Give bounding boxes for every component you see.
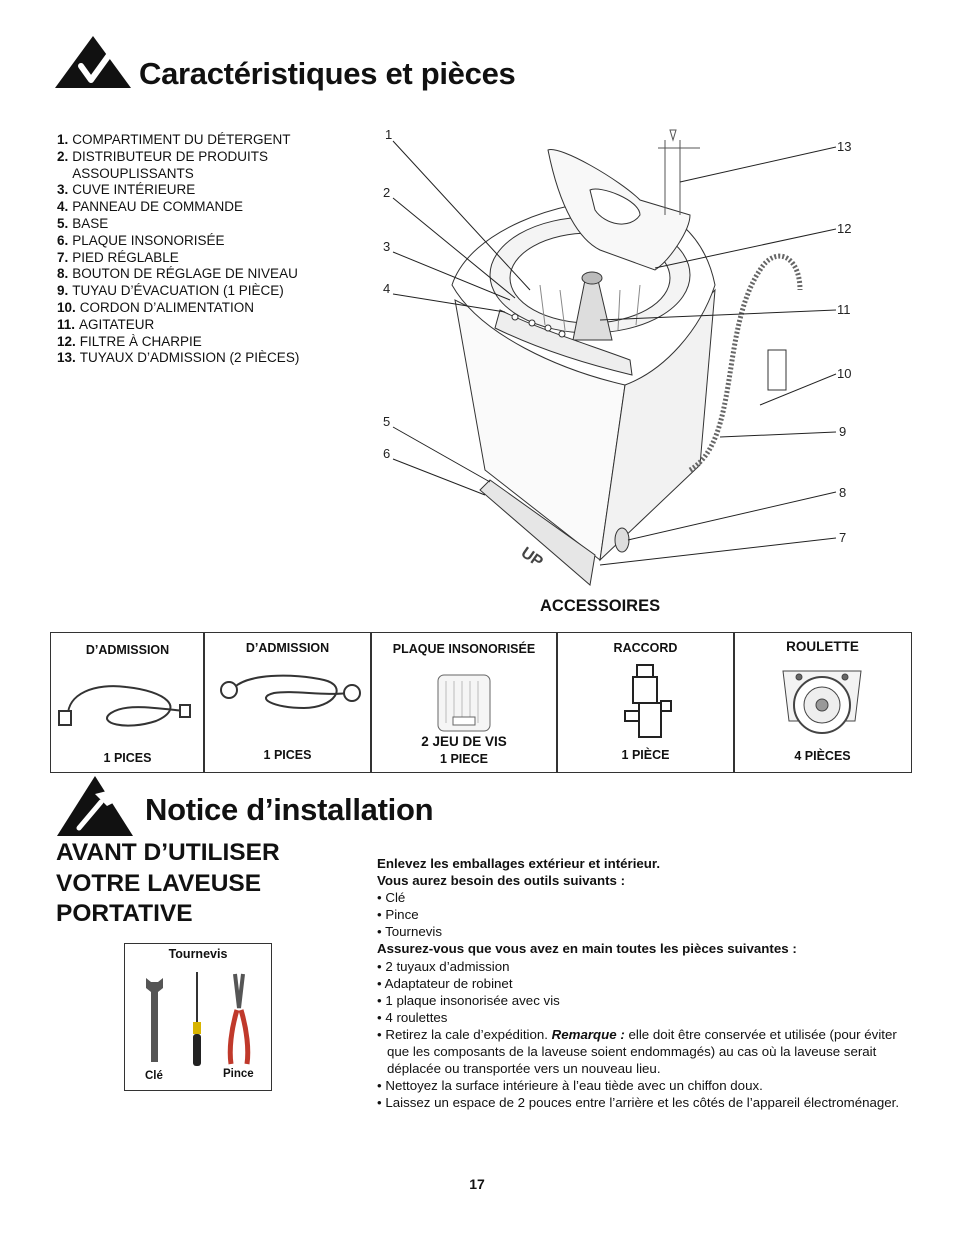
callout-10: 10	[837, 366, 852, 381]
list-item: 11.AGITATEUR	[57, 316, 155, 332]
accessory-name: D’ADMISSION	[245, 641, 330, 655]
checkmark-triangle-icon	[55, 36, 131, 88]
accessory-qty: 1 PIÈCE	[621, 748, 670, 762]
list-item: 6.PLAQUE INSONORISÉE	[57, 232, 225, 248]
list-item: • Laissez un espace de 2 pouces entre l’…	[377, 1095, 900, 1111]
list-item: 10.CORDON D’ALIMENTATION	[57, 299, 255, 315]
tools-figure: Tournevis Clé Pince	[124, 943, 272, 1091]
callout-8: 8	[839, 485, 847, 500]
list-item: • 1 plaque insonorisée avec vis	[377, 992, 560, 1008]
callout-12: 12	[837, 221, 852, 236]
pliers-label: Pince	[223, 1068, 254, 1080]
instruction-heading: Vous aurez besoin des outils suivants :	[377, 873, 626, 889]
accessory-qty: 4 PIÈCES	[794, 749, 851, 763]
section-title-features: Caractéristiques et pièces	[139, 56, 516, 91]
accessory-cell: PLAQUE INSONORISÉE 2 JEU DE VIS 1 PIECE	[370, 633, 558, 773]
callout-2: 2	[383, 185, 391, 200]
list-item: 8.BOUTON DE RÉGLAGE DE NIVEAU	[57, 266, 298, 282]
accessory-extra: 2 JEU DE VIS	[421, 734, 507, 749]
instruction-heading: Enlevez les emballages extérieur et inté…	[377, 856, 661, 871]
callout-9: 9	[839, 424, 847, 439]
list-item: • Nettoyez la surface intérieure à l’eau…	[377, 1078, 763, 1094]
washer-diagram: UP	[392, 129, 837, 586]
callout-7: 7	[839, 530, 847, 545]
list-item: 13.TUYAUX D’ADMISSION (2 PIÈCES)	[57, 350, 300, 366]
list-item: • Retirez la cale d’expédition. Remarque…	[377, 1026, 897, 1077]
accessory-name: D’ADMISSION	[85, 643, 170, 657]
list-item: • Pince	[377, 907, 419, 923]
list-item: 2.DISTRIBUTEUR DE PRODUITS ASSOUPLISSANT…	[57, 148, 269, 181]
instruction-heading: Assurez-vous que vous avez en main toute…	[377, 941, 797, 957]
accessories-title: ACCESSOIRES	[540, 597, 661, 615]
accessory-qty: 1 PICES	[263, 748, 312, 762]
list-item: • Adaptateur de robinet	[377, 975, 513, 991]
accessory-cell: D’ADMISSION 1 PICES	[50, 633, 205, 773]
instructions: Enlevez les emballages extérieur et inté…	[377, 855, 907, 1111]
list-item: 5.BASE	[57, 215, 109, 231]
list-item: 4.PANNEAU DE COMMANDE	[57, 199, 244, 215]
pliers-icon	[227, 973, 251, 1065]
accessory-name: RACCORD	[613, 641, 678, 655]
inlet-hose-icon	[220, 674, 361, 710]
callout-6: 6	[383, 446, 391, 461]
list-item: 9.TUYAU D’ÉVACUATION (1 PIÈCE)	[57, 283, 284, 299]
callout-1: 1	[385, 127, 393, 142]
accessories-table: D’ADMISSION 1 PICES D’ADMISSION 1 PICES …	[50, 632, 912, 773]
accessory-qty: 1 PICES	[103, 751, 152, 765]
wrench-label: Clé	[145, 1070, 163, 1082]
list-item: 3.CUVE INTÉRIEURE	[57, 182, 196, 198]
wrench-icon	[146, 978, 163, 1062]
accessory-name: PLAQUE INSONORISÉE	[392, 642, 536, 656]
accessory-cell: RACCORD 1 PIÈCE	[556, 633, 735, 773]
list-item: • Tournevis	[377, 924, 443, 940]
caster-wheel-icon	[782, 670, 862, 734]
parts-list: 1.COMPARTIMENT DU DÉTERGENT 2.DISTRIBUTE…	[57, 132, 357, 367]
list-item: 1.COMPARTIMENT DU DÉTERGENT	[57, 132, 291, 147]
section-title-installation: Notice d’installation	[145, 792, 434, 827]
hammer-triangle-icon	[57, 776, 133, 836]
sound-plate-icon	[437, 674, 491, 732]
subheading: AVANT D’UTILISER VOTRE LAVEUSE PORTATIVE	[56, 839, 280, 927]
callout-13: 13	[837, 139, 852, 154]
accessory-name: ROULETTE	[786, 639, 859, 654]
callout-11: 11	[837, 302, 851, 317]
list-item: • 2 tuyaux d’admission	[377, 958, 510, 974]
screwdriver-icon	[193, 972, 201, 1066]
callout-5: 5	[383, 414, 391, 429]
inlet-hose-icon	[58, 685, 191, 727]
list-item: • Clé	[377, 890, 406, 906]
accessory-cell: ROULETTE 4 PIÈCES	[733, 633, 912, 773]
faucet-adapter-icon	[624, 664, 672, 738]
list-item: 12.FILTRE À CHARPIE	[57, 333, 202, 349]
list-item: 7.PIED RÉGLABLE	[57, 249, 179, 265]
screwdriver-label: Tournevis	[168, 947, 228, 961]
accessory-cell: D’ADMISSION 1 PICES	[203, 633, 372, 773]
page-number: 17	[469, 1176, 485, 1192]
callout-3: 3	[383, 239, 391, 254]
callout-4: 4	[383, 281, 391, 296]
accessory-qty: 1 PIECE	[440, 752, 488, 766]
base-embossed-label: UP	[518, 544, 546, 571]
list-item: • 4 roulettes	[377, 1009, 448, 1025]
